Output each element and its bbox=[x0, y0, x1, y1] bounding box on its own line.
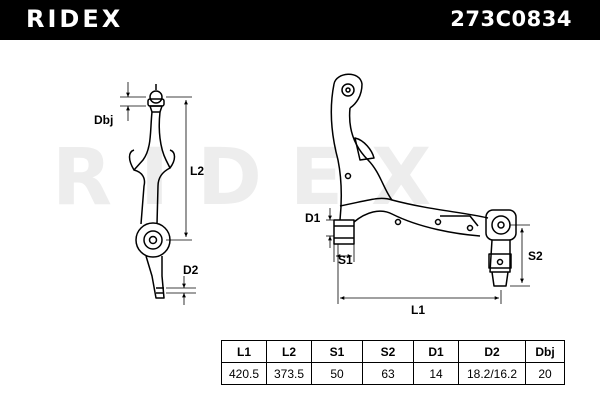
label-d1: D1 bbox=[305, 211, 321, 225]
arm-side-view bbox=[128, 84, 176, 299]
table-header: L2 bbox=[266, 340, 312, 363]
brand-logo: RIDEX bbox=[26, 5, 124, 33]
dimensions-table: L1 L2 S1 S2 D1 D2 Dbj 420.5 373.5 50 63 … bbox=[221, 340, 565, 385]
label-d2: D2 bbox=[183, 263, 199, 277]
table-cell: 18.2/16.2 bbox=[458, 362, 526, 385]
table-cell: 50 bbox=[311, 362, 363, 385]
table-header: S2 bbox=[362, 340, 414, 363]
table-header: L1 bbox=[221, 340, 267, 363]
table-header: Dbj bbox=[525, 340, 565, 363]
table-header: D1 bbox=[413, 340, 459, 363]
header-bar: RIDEX 273C0834 bbox=[0, 0, 600, 40]
table-cell: 373.5 bbox=[266, 362, 312, 385]
label-l2: L2 bbox=[190, 164, 204, 178]
table-header-row: L1 L2 S1 S2 D1 D2 Dbj bbox=[221, 340, 565, 363]
label-s1: S1 bbox=[338, 253, 353, 267]
table-cell: 20 bbox=[525, 362, 565, 385]
table-header: S1 bbox=[311, 340, 363, 363]
table-cell: 14 bbox=[413, 362, 459, 385]
arm-top-view bbox=[330, 73, 517, 287]
label-l1: L1 bbox=[411, 303, 425, 317]
left-dimension-lines bbox=[120, 82, 196, 305]
label-s2: S2 bbox=[528, 249, 543, 263]
right-dimension-lines bbox=[326, 208, 530, 304]
table-row: 420.5 373.5 50 63 14 18.2/16.2 20 bbox=[221, 362, 565, 385]
brand-watermark: RIDEX bbox=[52, 133, 460, 223]
part-number: 273C0834 bbox=[450, 7, 572, 31]
label-dbj: Dbj bbox=[94, 113, 113, 127]
table-cell: 420.5 bbox=[221, 362, 267, 385]
table-header: D2 bbox=[458, 340, 526, 363]
table-cell: 63 bbox=[362, 362, 414, 385]
